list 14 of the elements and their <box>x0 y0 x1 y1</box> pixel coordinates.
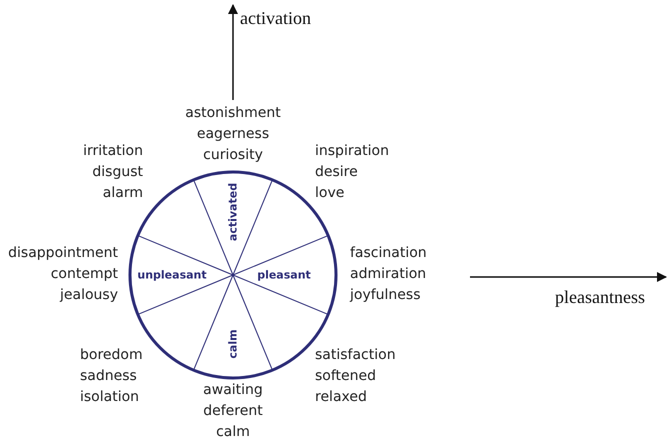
emotion-words: satisfaction softened relaxed <box>315 346 396 407</box>
axis-label: pleasantness <box>555 287 645 308</box>
emotion-words: fascination admiration joyfulness <box>350 244 427 305</box>
emotion-words: boredom sadness isolation <box>80 346 143 407</box>
emotion-words: astonishment eagerness curiosity <box>185 104 281 165</box>
emotion-words: disappointment contempt jealousy <box>8 244 118 305</box>
sector-label: unpleasant <box>137 268 207 282</box>
sector-label: pleasant <box>257 268 311 282</box>
emotion-words: irritation disgust alarm <box>83 142 143 203</box>
sector-label: calm <box>226 329 240 359</box>
sector-label: activated <box>226 182 240 242</box>
emotion-words: inspiration desire love <box>315 142 389 203</box>
axis-label: activation <box>240 8 311 29</box>
emotion-words: awaiting deferent calm <box>203 381 263 442</box>
